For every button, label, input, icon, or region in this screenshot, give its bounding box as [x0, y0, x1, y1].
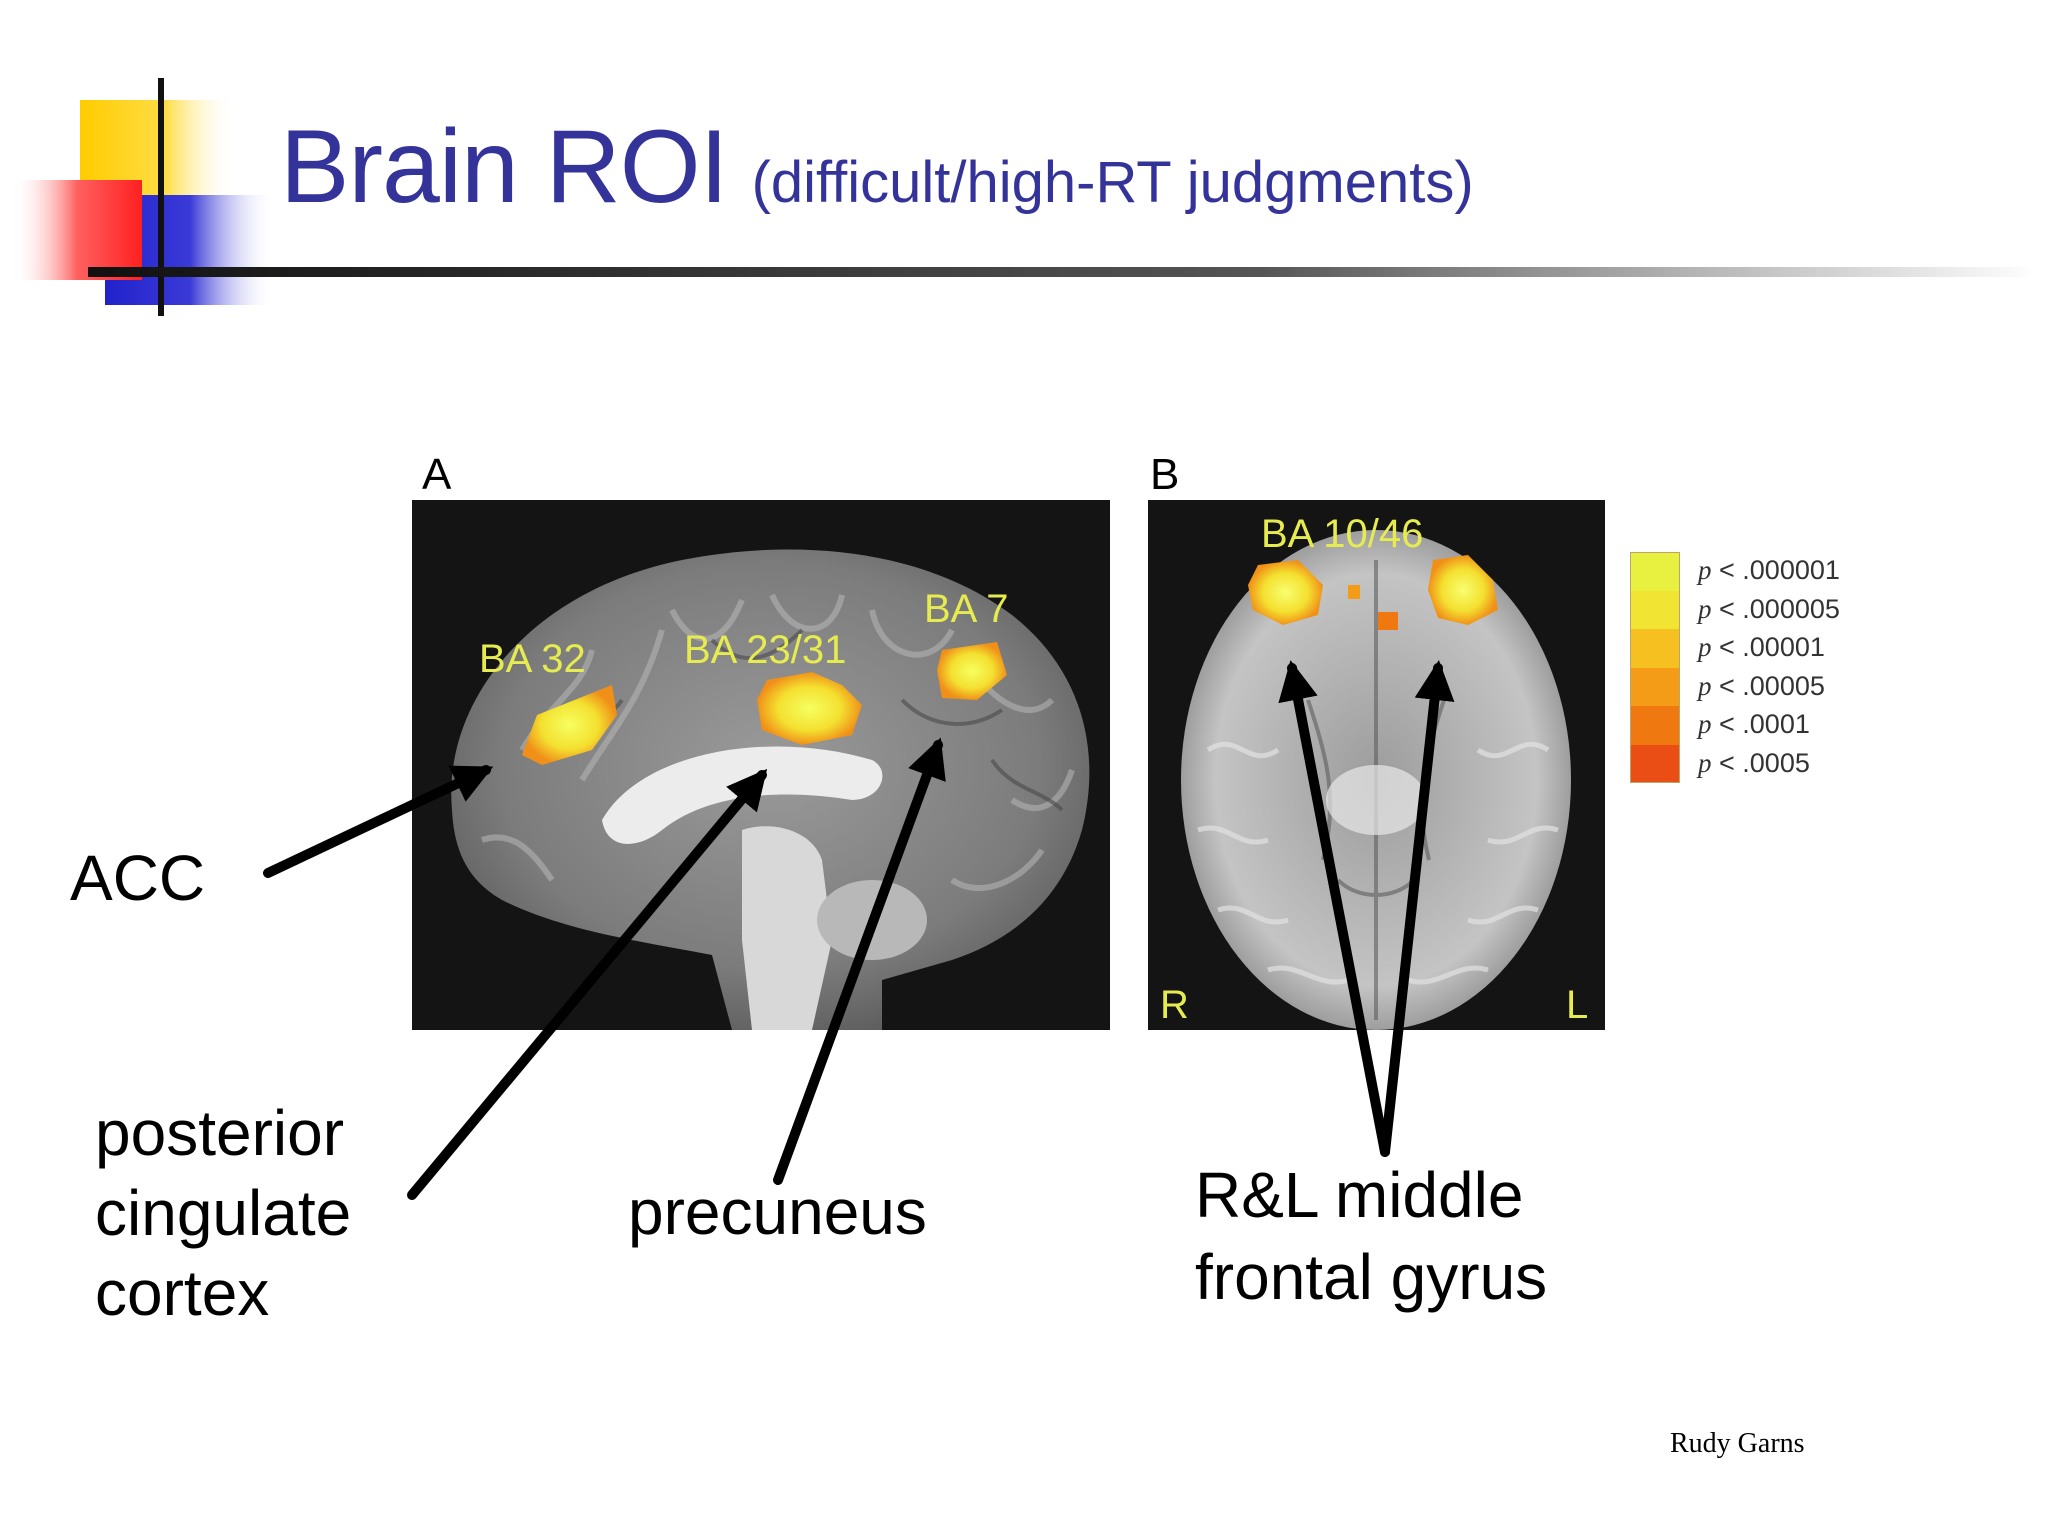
arrow-mfg-left: [1380, 660, 1455, 1157]
logo-vertical-bar: [158, 78, 164, 316]
author-credit: Rudy Garns: [1670, 1428, 1805, 1459]
annotation-middle-frontal-gyrus: R&L middle frontal gyrus: [1195, 1155, 1547, 1319]
label-ba10-46: BA 10/46: [1261, 512, 1423, 556]
legend-p-symbol: p: [1698, 555, 1712, 585]
title-subtitle: (difficult/high-RT judgments): [751, 150, 1474, 215]
ventricles: [1326, 765, 1426, 835]
legend-label: p < .000001: [1698, 555, 1840, 586]
annotation-pcc-line-1: posterior: [95, 1097, 344, 1169]
slide-title: Brain ROI (difficult/high-RT judgments): [280, 108, 1474, 227]
annotation-mfg-line-2: frontal gyrus: [1195, 1241, 1548, 1313]
legend-p-symbol: p: [1698, 670, 1712, 701]
legend-swatch: [1630, 667, 1680, 706]
orientation-right: R: [1160, 983, 1189, 1027]
orientation-left: L: [1566, 983, 1588, 1027]
arrow-pcc: [407, 768, 768, 1200]
activation-ba32: [522, 685, 617, 765]
annotation-posterior-cingulate-cortex: posterior cingulate cortex: [95, 1093, 351, 1333]
legend-swatch: [1630, 590, 1680, 629]
legend-p-symbol: p: [1698, 709, 1712, 739]
label-ba7: BA 7: [924, 587, 1009, 631]
legend-threshold: < .000001: [1719, 555, 1840, 585]
legend-label: p < .0001: [1698, 709, 1810, 740]
activation-ba10-46-left: [1428, 555, 1498, 625]
legend-threshold: < .000005: [1719, 593, 1840, 624]
label-ba32: BA 32: [479, 637, 586, 681]
legend-swatch: [1630, 629, 1680, 668]
arrow-precuneus: [773, 737, 946, 1185]
arrow-acc: [263, 765, 494, 878]
panel-b-axial-image: BA 10/46 R L: [1148, 500, 1605, 1030]
legend-threshold: < .0005: [1719, 747, 1810, 778]
activation-small-2: [1348, 585, 1360, 599]
activation-ba23-31: [757, 672, 862, 745]
legend-label: p < .00001: [1698, 632, 1825, 663]
arrow-mfg-right: [1278, 660, 1390, 1157]
panel-a-sagittal-image: BA 32 BA 23/31 BA 7: [412, 500, 1110, 1030]
title-decoration: [12, 78, 2038, 316]
legend-p-symbol: p: [1698, 747, 1712, 778]
legend-swatch: [1630, 552, 1680, 591]
activation-ba7: [937, 642, 1007, 700]
legend-threshold: < .0001: [1719, 709, 1810, 739]
brainstem: [742, 826, 832, 1030]
annotation-precuneus: precuneus: [628, 1176, 927, 1248]
title-rule: [88, 267, 2038, 277]
annotation-pcc-line-3: cortex: [95, 1257, 270, 1329]
legend-label: p < .00005: [1698, 671, 1825, 702]
legend-threshold: < .00005: [1719, 670, 1825, 701]
legend-swatch: [1630, 744, 1680, 783]
label-ba23-31: BA 23/31: [684, 628, 846, 672]
title-main: Brain ROI: [280, 109, 729, 225]
legend-label: p < .0005: [1698, 748, 1810, 779]
annotation-mfg-line-1: R&L middle: [1195, 1159, 1524, 1231]
legend-threshold: < .00001: [1719, 632, 1825, 662]
annotation-pcc-line-2: cingulate: [95, 1177, 352, 1249]
panel-a-letter: A: [422, 450, 452, 499]
legend-p-symbol: p: [1698, 632, 1712, 662]
legend-label: p < .000005: [1698, 594, 1840, 625]
annotation-acc: ACC: [70, 842, 206, 914]
activation-ba10-46-right: [1248, 560, 1323, 625]
legend-p-symbol: p: [1698, 593, 1712, 624]
legend-swatch: [1630, 706, 1680, 745]
activation-small-1: [1378, 612, 1398, 630]
panel-b-letter: B: [1150, 450, 1180, 499]
logo-red-square: [12, 180, 142, 280]
